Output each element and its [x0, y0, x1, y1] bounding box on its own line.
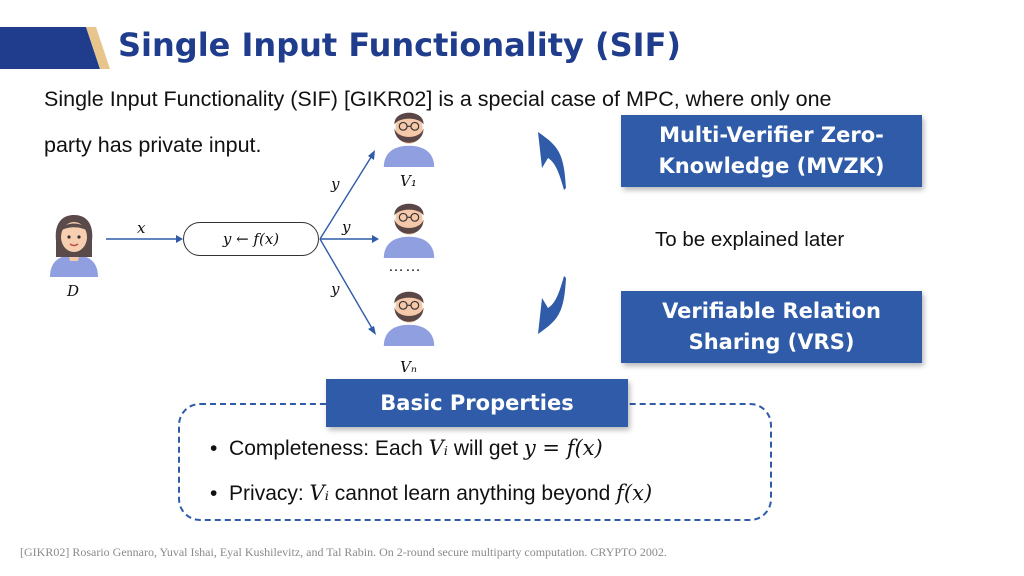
verifier-bottom-label: Vₙ [400, 358, 417, 376]
bullet-dot: • [210, 437, 230, 460]
bearded-man-icon [383, 112, 435, 167]
privacy-expr: f(x) [616, 481, 653, 505]
completeness-mid: will get [448, 437, 524, 460]
privacy-var: Vᵢ [309, 481, 329, 505]
output-arrows [319, 150, 379, 335]
curved-arrow-icon [538, 132, 566, 190]
footnote: [GIKR02] Rosario Gennaro, Yuval Ishai, E… [20, 545, 667, 559]
ellipsis: …… [388, 258, 422, 275]
completeness-expr: y = f(x) [523, 436, 603, 460]
female-person-icon [50, 215, 98, 277]
intro-line-1: Single Input Functionality (SIF) [GIKR02… [44, 87, 832, 111]
basic-properties-heading: Basic Properties [326, 379, 628, 427]
completeness-var: Vᵢ [428, 436, 449, 460]
curved-arrow-icon [538, 276, 566, 334]
vrs-box: Verifiable Relation Sharing (VRS) [621, 291, 922, 363]
privacy-label: Privacy: [229, 482, 310, 505]
intro-line-2: party has private input. [44, 133, 262, 157]
explained-later-text: To be explained later [655, 228, 845, 251]
privacy-mid: cannot learn anything beyond [328, 482, 617, 505]
output-label-top: y [331, 175, 340, 193]
privacy-property: • Privacy: Vᵢ cannot learn anything beyo… [210, 481, 652, 506]
header-banner [0, 27, 110, 69]
input-arrow [106, 235, 183, 243]
verifier-top-label: V₁ [400, 172, 417, 190]
bearded-man-icon [383, 203, 435, 258]
completeness-label: Completeness: Each [229, 437, 429, 460]
bullet-dot: • [210, 482, 230, 505]
input-label: x [137, 219, 146, 237]
page-title: Single Input Functionality (SIF) [118, 26, 682, 64]
output-label-middle: y [342, 218, 351, 236]
completeness-property: • Completeness: Each Vᵢ will get y = f(x… [210, 436, 603, 461]
mvzk-box: Multi-Verifier Zero-Knowledge (MVZK) [621, 115, 922, 187]
function-box: y ← f(x) [183, 222, 319, 256]
intro-text: Single Input Functionality (SIF) [GIKR02… [44, 76, 1004, 168]
dealer-label: D [67, 282, 80, 300]
output-label-bottom: y [331, 280, 340, 298]
bearded-man-icon [383, 291, 435, 346]
